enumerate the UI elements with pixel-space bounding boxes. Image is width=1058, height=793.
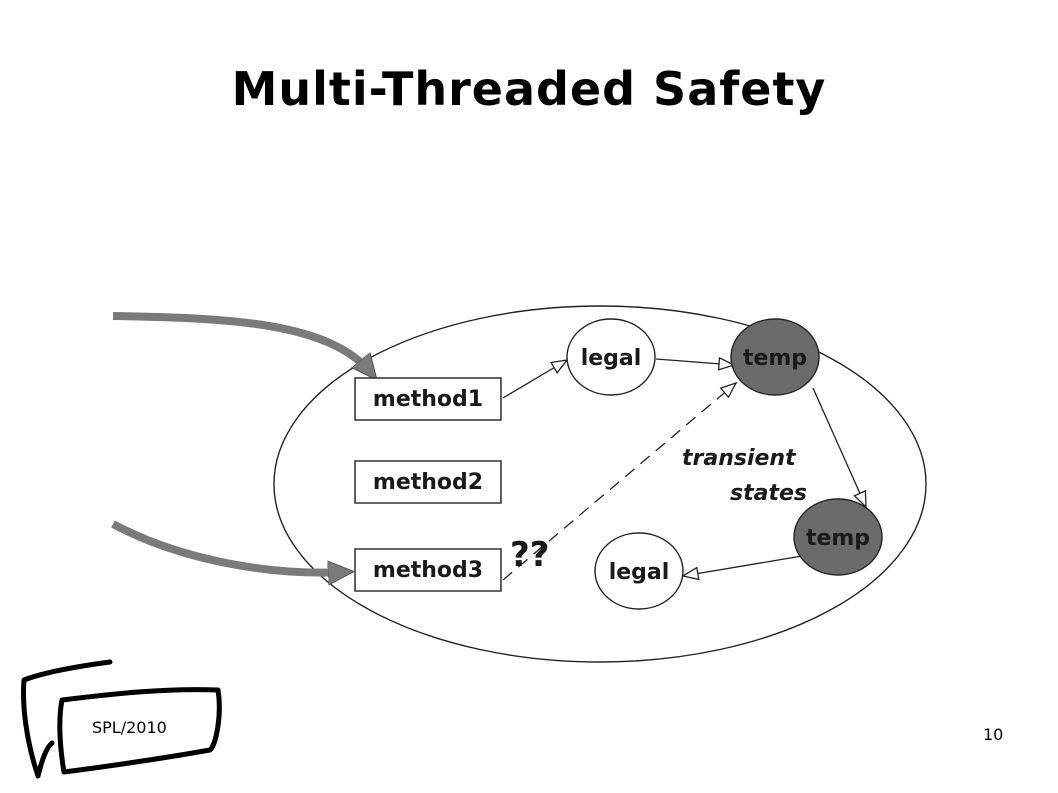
- temp-state-bottom: temp: [793, 498, 883, 576]
- method2-box: method2: [354, 460, 502, 504]
- svg-text:temp: temp: [806, 526, 870, 551]
- footer-course-label: SPL/2010: [92, 718, 167, 737]
- method1-label: method1: [373, 387, 483, 412]
- svg-text:temp: temp: [743, 346, 807, 371]
- arrow-temp-to-legal: [681, 555, 803, 581]
- states-label: states: [730, 481, 807, 506]
- arrow-method1-to-legal: [502, 359, 569, 399]
- page-number: 10: [983, 725, 1004, 744]
- svg-text:legal: legal: [581, 346, 642, 371]
- thread-arrow-2: [111, 520, 346, 573]
- dashed-arrow-method3-to-temp: [502, 381, 738, 581]
- object-boundary: [273, 305, 927, 663]
- legal-state-bottom: legal: [594, 532, 684, 610]
- transient-label: transient: [682, 446, 797, 471]
- method1-box: method1: [354, 377, 502, 421]
- question-marks: ??: [510, 535, 549, 575]
- method3-label: method3: [373, 558, 483, 583]
- arrow-temp-to-temp: [812, 387, 867, 509]
- thread-arrow-1: [112, 312, 372, 374]
- arrow-legal-to-temp: [655, 356, 736, 371]
- svg-text:legal: legal: [609, 560, 670, 585]
- spl-logo-icon: [21, 659, 222, 779]
- legal-state-top: legal: [566, 318, 656, 396]
- method3-box: method3: [354, 548, 502, 592]
- slide-title: Multi-Threaded Safety: [231, 62, 827, 116]
- temp-state-top: temp: [730, 318, 820, 396]
- method2-label: method2: [373, 470, 483, 495]
